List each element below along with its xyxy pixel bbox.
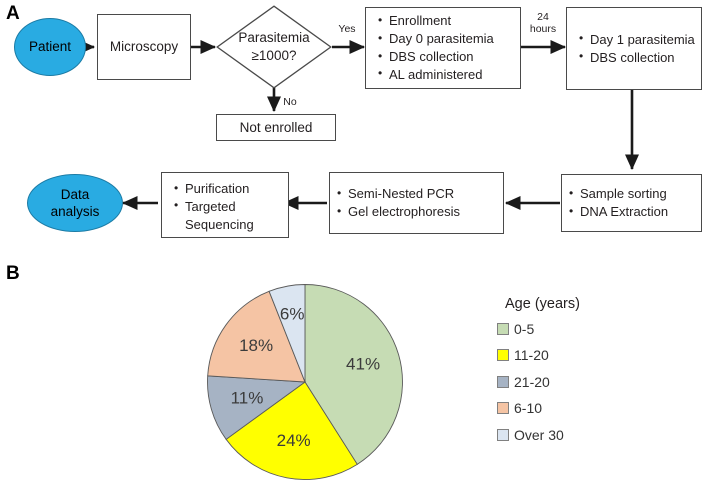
panel-label-b: B [6,263,20,284]
pie-slice[interactable] [207,290,306,383]
legend-item[interactable]: 11-20 [497,347,647,363]
list-item: DBS collection [579,48,695,67]
list-item: Purification [174,180,254,198]
list-item: Day 1 parasitemia [579,30,695,49]
legend-swatch-icon [497,349,509,361]
flow-node-microscopy[interactable]: Microscopy [97,14,191,80]
flow-node-sample-sorting[interactable]: Sample sorting DNA Extraction [561,174,702,232]
legend-item[interactable]: 6-10 [497,400,647,416]
legend-swatch-icon [497,402,509,414]
list-item: AL administered [378,65,494,84]
flow-node-purification-list: Purification Targeted Sequencing [162,180,254,234]
panel-label-a: A [6,3,20,24]
diamond-shape-icon [216,5,332,89]
flow-node-not-enrolled[interactable]: Not enrolled [216,114,336,141]
flow-node-day0[interactable]: Enrollment Day 0 parasitemia DBS collect… [365,7,521,89]
flow-node-data-analysis-label: Data analysis [50,186,100,219]
flow-node-day0-list: Enrollment Day 0 parasitemia DBS collect… [366,12,494,84]
legend-item[interactable]: Over 30 [497,426,647,443]
flow-node-day1-list: Day 1 parasitemia DBS collection [567,30,695,67]
legend-swatch-icon [497,428,509,441]
flow-node-patient[interactable]: Patient [14,18,86,76]
pie-slice[interactable] [225,381,358,480]
flow-node-data-analysis[interactable]: Data analysis [27,174,123,232]
flow-node-microscopy-label: Microscopy [109,39,179,55]
list-item: Day 0 parasitemia [378,30,494,48]
flow-node-decision-label: Parasitemia ≥1000? [238,29,310,63]
flow-node-not-enrolled-label: Not enrolled [239,119,313,135]
list-item: DNA Extraction [569,203,668,221]
legend-item[interactable]: 0-5 [497,320,647,337]
pie-slices [207,284,403,480]
pie-slice-label: 11% [231,388,264,407]
flow-node-sample-list: Sample sorting DNA Extraction [562,185,668,221]
legend-item-label: 21-20 [514,373,550,390]
list-item: Enrollment [378,12,494,30]
flow-node-purification[interactable]: Purification Targeted Sequencing [161,172,289,238]
legend-item-label: 0-5 [514,320,535,337]
pie-slice-labels: 41% 24% 11% 18% 6% [231,304,380,449]
pie-slice[interactable] [304,284,403,465]
pie-slice[interactable] [207,375,307,440]
flow-node-pcr[interactable]: Semi-Nested PCR Gel electrophoresis [329,172,504,234]
flow-node-day1[interactable]: Day 1 parasitemia DBS collection [566,7,702,90]
edge-label-no: No [283,96,297,108]
legend-swatch-icon [497,322,509,335]
legend-item-label: 6-10 [514,400,543,416]
list-item: Targeted Sequencing [174,197,254,234]
pie-slice[interactable] [268,284,306,383]
edge-label-yes: Yes [338,23,356,35]
flow-node-patient-label: Patient [28,39,72,55]
legend-swatch-icon [497,375,509,388]
legend-title: Age (years) [505,296,580,312]
legend-item-label: 11-20 [514,347,549,363]
list-item: DBS collection [378,48,494,66]
edge-label-24-hours: 24 hours [529,11,557,36]
flow-node-pcr-list: Semi-Nested PCR Gel electrophoresis [330,185,460,221]
age-distribution-pie-chart: 41% 24% 11% 18% 6% [207,284,403,480]
list-item: Sample sorting [569,185,668,203]
legend-item-label: Over 30 [514,426,564,443]
list-item: Semi-Nested PCR [337,185,460,203]
flow-node-decision[interactable]: Parasitemia ≥1000? [216,5,332,89]
pie-slice-label: 18% [239,336,273,355]
pie-slice-label: 41% [346,355,380,374]
legend-item[interactable]: 21-20 [497,373,647,390]
list-item: Gel electrophoresis [337,203,460,221]
pie-slice-label: 24% [277,431,311,450]
pie-slice-label: 6% [280,304,305,323]
